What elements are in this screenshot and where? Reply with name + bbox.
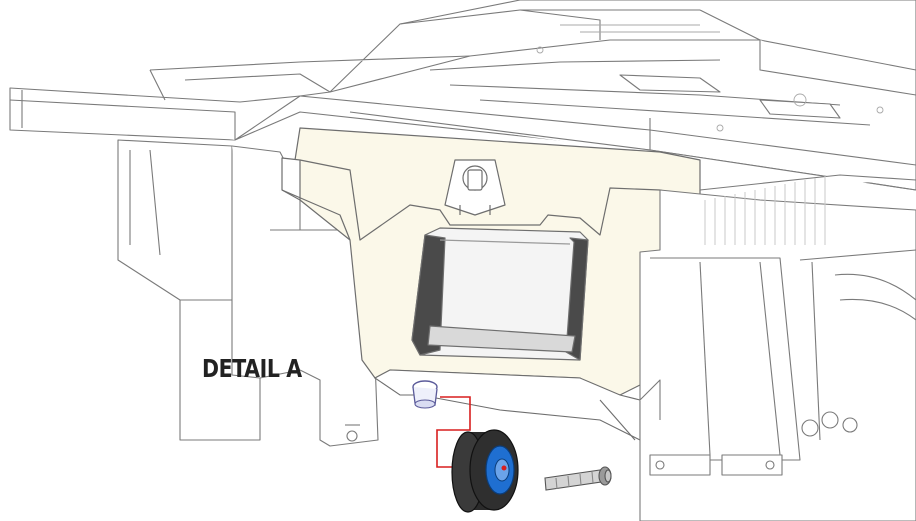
detail-a-label: DETAIL A <box>202 354 302 383</box>
table-top-details <box>536 24 884 132</box>
bushing <box>412 380 438 409</box>
leader-line <box>436 396 512 468</box>
table-top-frame <box>9 0 916 191</box>
axle-bolt <box>544 466 612 491</box>
left-leg-support <box>117 139 379 447</box>
wheel <box>451 429 519 513</box>
right-frame-assembly <box>639 174 916 521</box>
vent-slats <box>704 176 826 245</box>
handle-opening <box>411 227 589 361</box>
